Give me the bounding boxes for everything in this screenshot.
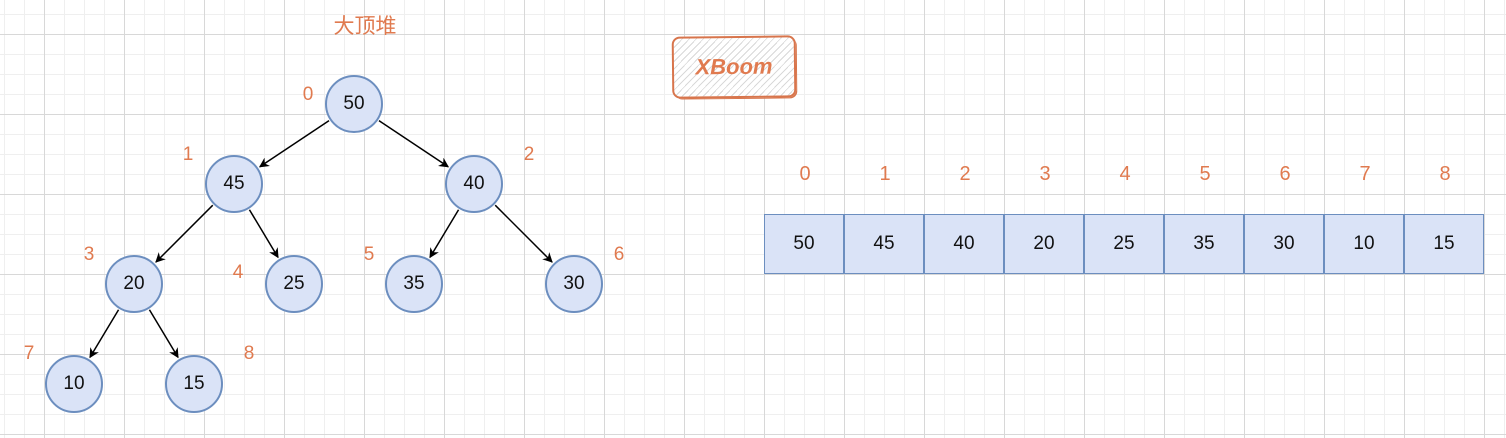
array-index-label: 3 (1039, 163, 1051, 185)
node-index-label: 5 (363, 244, 375, 265)
heap-node: 40 (445, 155, 503, 213)
array-cell: 30 (1244, 214, 1324, 274)
heap-node: 25 (265, 255, 323, 313)
array-index-label: 6 (1279, 163, 1291, 185)
node-index-label: 7 (23, 343, 35, 364)
heap-node: 30 (545, 255, 603, 313)
edge-arrow (155, 204, 214, 263)
array-index-label: 4 (1119, 163, 1131, 185)
array-cell: 45 (844, 214, 924, 274)
heap-node: 20 (105, 255, 163, 313)
array-cell: 25 (1084, 214, 1164, 274)
edge-arrow (89, 309, 120, 359)
array-cell: 50 (764, 214, 844, 274)
node-index-label: 8 (243, 343, 255, 364)
array-cell: 35 (1164, 214, 1244, 274)
edge-arrow (494, 204, 553, 263)
array-cell: 10 (1324, 214, 1404, 274)
heap-node: 45 (205, 155, 263, 213)
edge-arrow (248, 209, 279, 259)
node-index-label: 2 (523, 144, 535, 165)
node-index-label: 6 (613, 244, 625, 265)
heap-node: 35 (385, 255, 443, 313)
array-index-label: 2 (959, 163, 971, 185)
array-cell: 40 (924, 214, 1004, 274)
node-index-label: 1 (182, 144, 194, 165)
diagram-title: 大顶堆 (333, 14, 397, 38)
heap-node: 15 (165, 355, 223, 413)
array-index-label: 7 (1359, 163, 1371, 185)
array-index-label: 8 (1439, 163, 1451, 185)
array-cell: 15 (1404, 214, 1484, 274)
edge-arrow (258, 120, 330, 168)
heap-node: 50 (325, 75, 383, 133)
array-cell: 20 (1004, 214, 1084, 274)
node-index-label: 4 (232, 262, 244, 283)
edge-arrow (148, 309, 179, 359)
heap-node: 10 (45, 355, 103, 413)
array-index-label: 5 (1199, 163, 1211, 185)
node-index-label: 0 (302, 84, 314, 105)
array-index-label: 1 (879, 163, 891, 185)
node-index-label: 3 (83, 244, 95, 265)
array-index-label: 0 (799, 163, 811, 185)
edge-arrow (429, 209, 460, 259)
edge-arrow (378, 120, 450, 168)
